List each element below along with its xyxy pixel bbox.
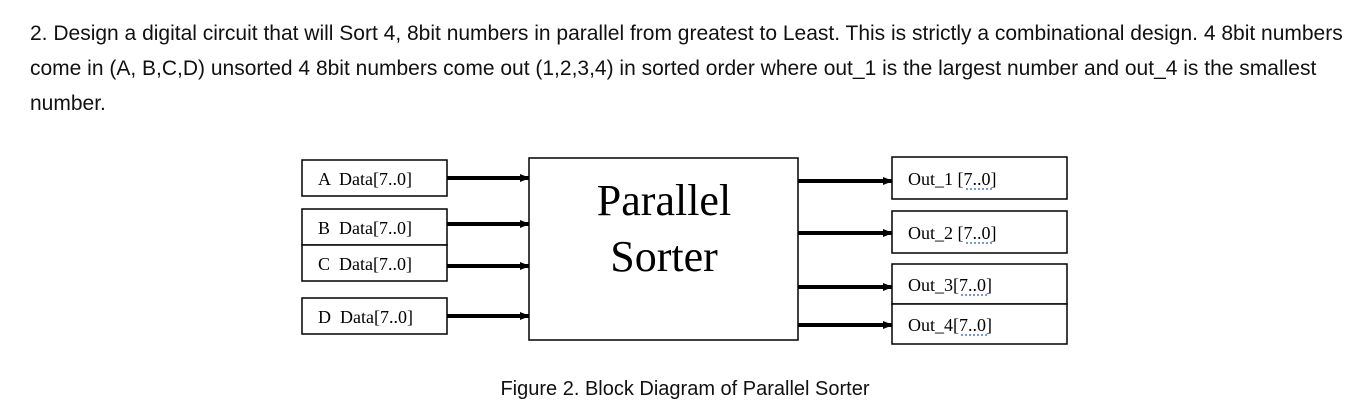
parallel-sorter-block — [528, 157, 799, 341]
input-label-d: D Data[7..0] — [318, 307, 413, 327]
input-label-a: A Data[7..0] — [318, 169, 412, 189]
figure-caption: Figure 2. Block Diagram of Parallel Sort… — [500, 378, 870, 400]
question-text: 2. Design a digital circuit that will So… — [30, 22, 1343, 115]
input-label-b: B Data[7..0] — [318, 218, 412, 238]
input-label-c: C Data[7..0] — [318, 254, 412, 274]
input-box-a — [301, 159, 448, 197]
output-box-1 — [891, 156, 1068, 200]
block-title-line1: Parallel — [597, 176, 731, 225]
block-title-line2: Sorter — [610, 232, 718, 281]
output-label-2: Out_2 [7..0] — [908, 223, 997, 243]
output-box-3 — [891, 263, 1068, 305]
output-label-4: Out_4[7..0] — [908, 315, 992, 335]
output-label-1: Out_1 [7..0] — [908, 169, 997, 189]
output-box-4 — [891, 303, 1068, 345]
output-label-3: Out_3[7..0] — [908, 275, 992, 295]
input-box-c — [301, 244, 448, 282]
output-box-2 — [891, 210, 1068, 254]
